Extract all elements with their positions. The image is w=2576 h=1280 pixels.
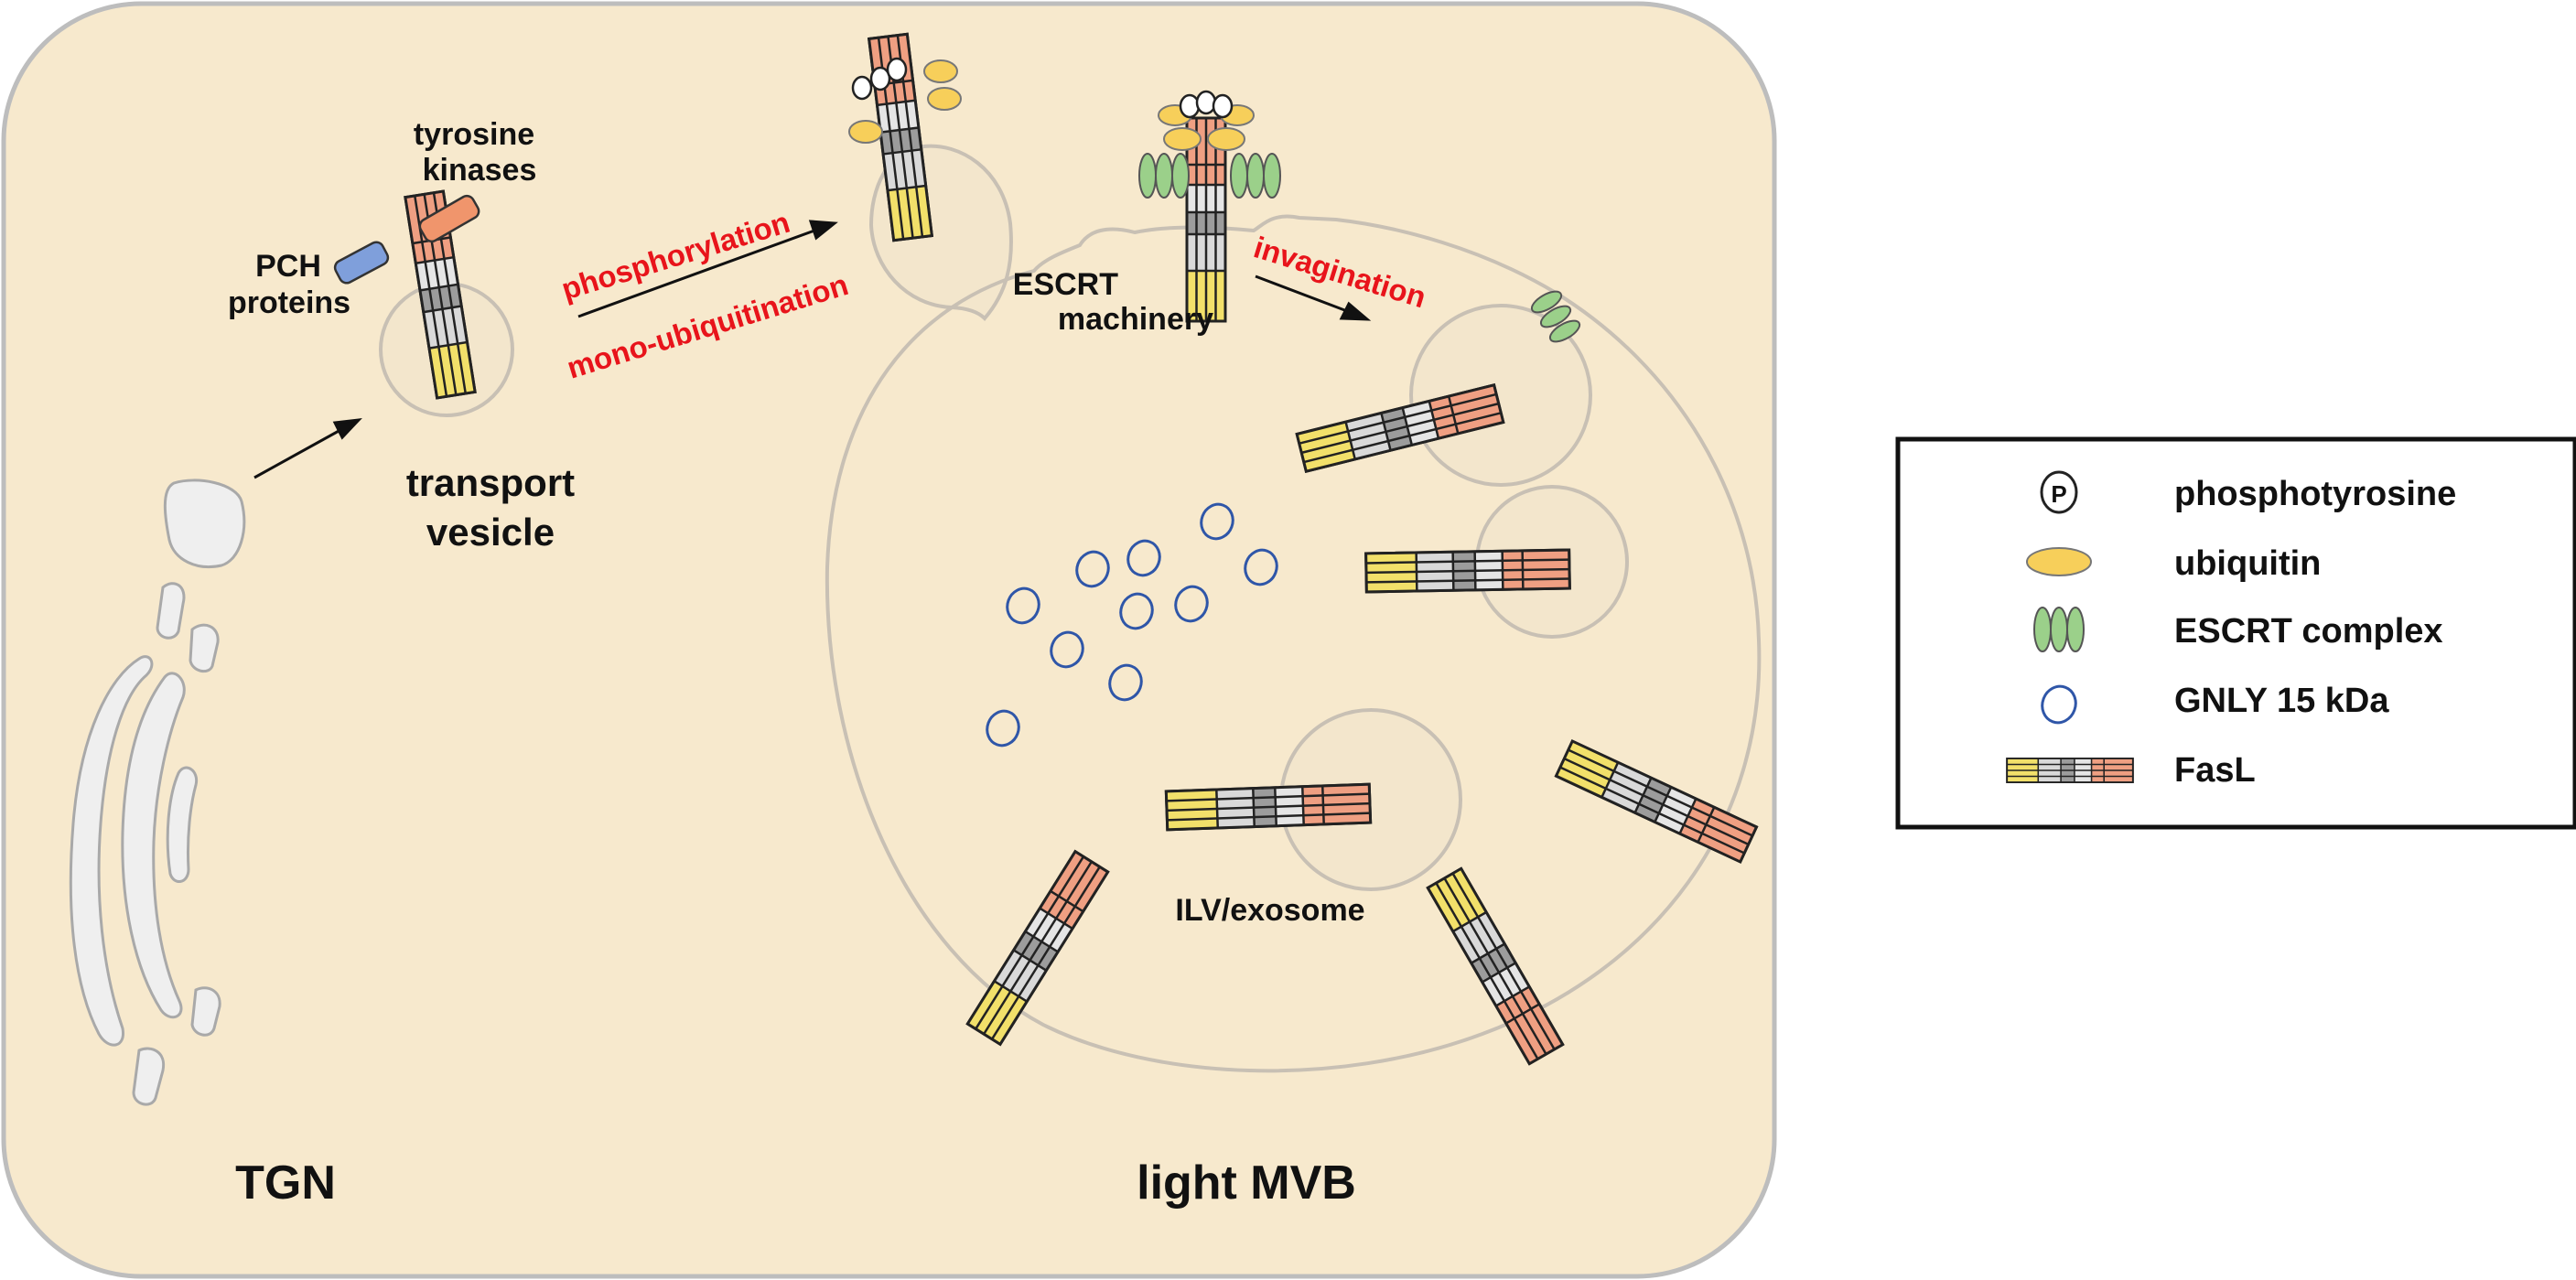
phosphotyrosine-icon-letter: P bbox=[2051, 480, 2066, 508]
ilv-1 bbox=[1409, 304, 1592, 487]
legend: P phosphotyrosine ubiquitin ESCRT comple… bbox=[1895, 436, 2576, 830]
tyrosine-kinases-label: tyrosine bbox=[414, 117, 534, 152]
arrow-invagination bbox=[1255, 274, 1372, 321]
pch-label-2: proteins bbox=[228, 285, 350, 320]
gnly-icon bbox=[2041, 684, 2077, 725]
legend-label-ubiquitin: ubiquitin bbox=[2174, 544, 2321, 583]
legend-label-gnly: GNLY 15 kDa bbox=[2174, 682, 2389, 720]
escrt-machinery-label-2: machinery bbox=[1058, 302, 1213, 337]
arrow-phosphorylation bbox=[577, 220, 838, 318]
pch-protein-shape bbox=[333, 241, 390, 285]
fasl-icon bbox=[2006, 758, 2134, 783]
escrt-complex-top bbox=[1138, 153, 1281, 199]
phosphotyrosine-icon: P bbox=[2040, 470, 2078, 514]
mvb-membrane bbox=[825, 214, 1762, 1073]
arrow-tgn-to-vesicle bbox=[253, 418, 362, 479]
fasl-ilv-3 bbox=[1164, 782, 1373, 832]
legend-label-escrt: ESCRT complex bbox=[2174, 612, 2443, 651]
escrt-complex-ilv bbox=[1530, 290, 1581, 343]
ilv-exosome-label: ILV/exosome bbox=[1175, 893, 1364, 928]
tgn-golgi bbox=[69, 479, 246, 1106]
gnly-granules bbox=[986, 502, 1278, 748]
escrt-machinery-label: ESCRT bbox=[1013, 267, 1118, 302]
escrt-complex-icon bbox=[2033, 607, 2085, 652]
ubiquitin-group-1 bbox=[848, 59, 962, 144]
ubiquitin-icon bbox=[2026, 547, 2092, 576]
tgn-label: TGN bbox=[235, 1156, 336, 1210]
transport-vesicle-label: transport bbox=[406, 461, 575, 504]
tyrosine-kinases-label-2: kinases bbox=[423, 153, 537, 188]
light-mvb-label: light MVB bbox=[1137, 1156, 1356, 1210]
legend-label-fasl: FasL bbox=[2174, 751, 2256, 790]
phospho-markers-2 bbox=[1179, 90, 1234, 119]
tyrosine-kinase-shape bbox=[418, 194, 480, 243]
transport-vesicle-label-2: vesicle bbox=[426, 511, 555, 554]
pch-label: PCH bbox=[255, 249, 321, 284]
legend-label-phosphotyrosine: phosphotyrosine bbox=[2174, 475, 2456, 513]
fasl-ilv-2 bbox=[1364, 548, 1571, 594]
